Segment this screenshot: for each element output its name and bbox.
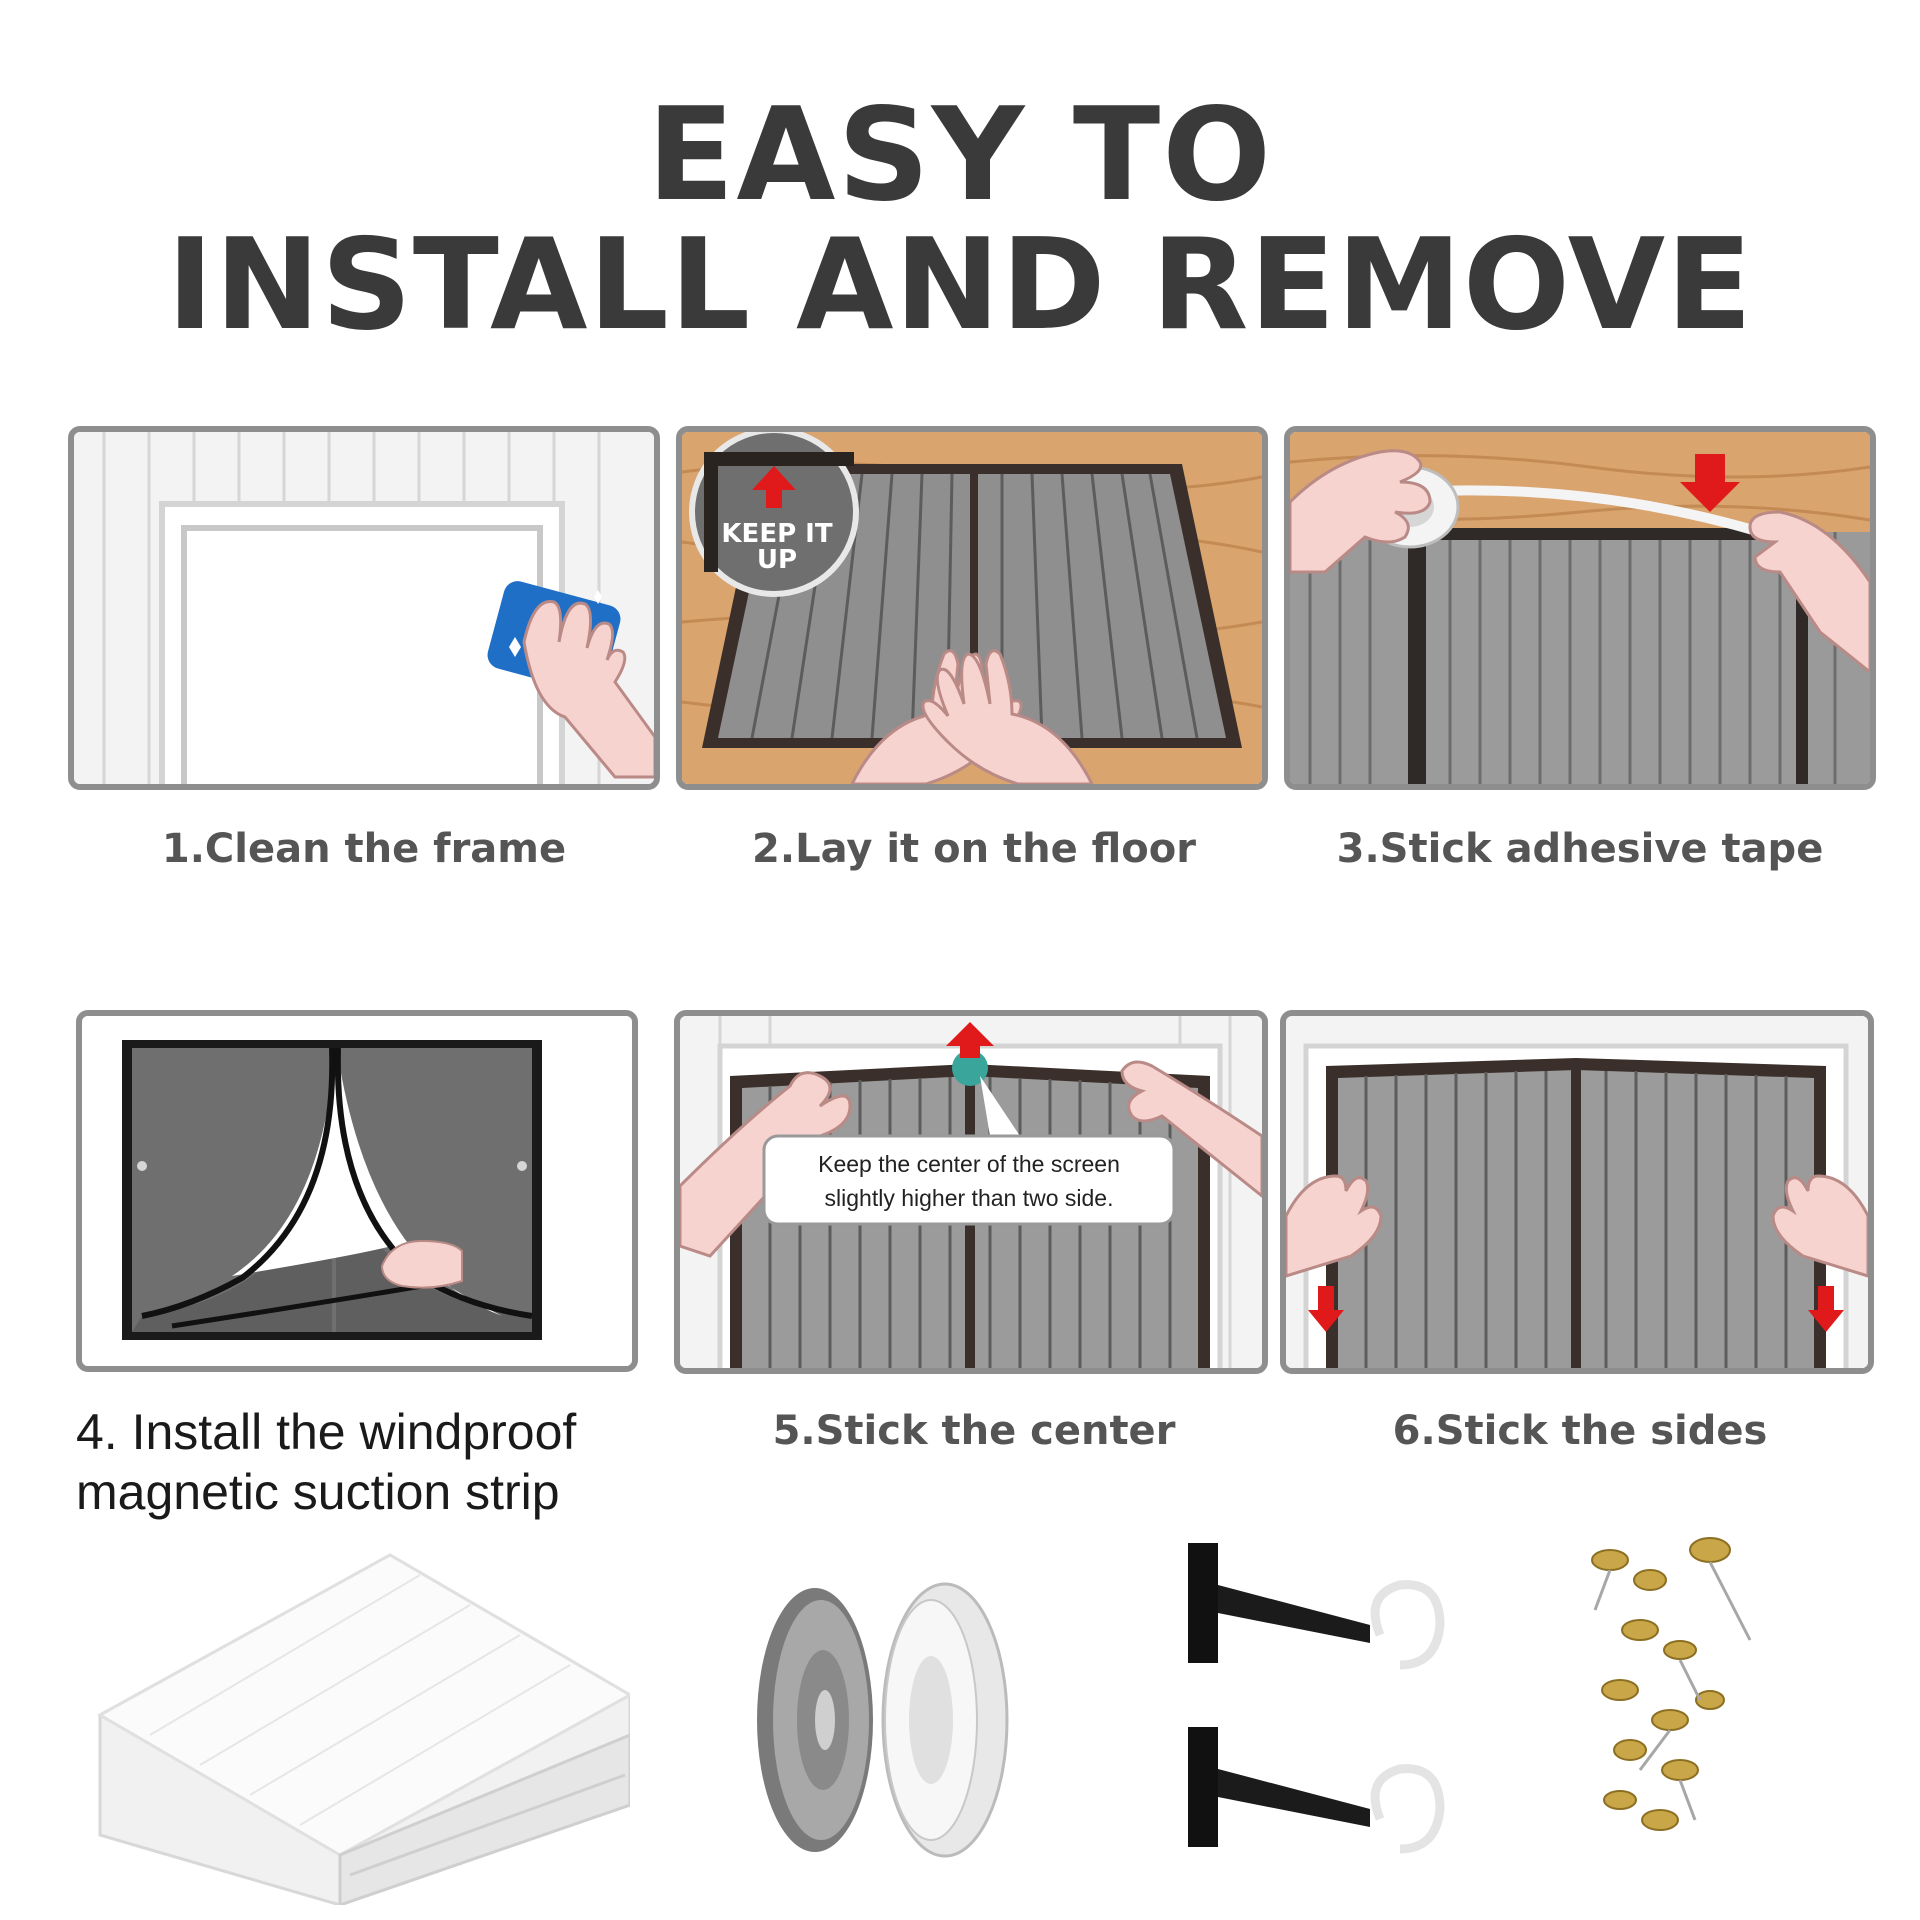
keep-it-up-badge: KEEP IT UP	[689, 432, 859, 597]
step-4-label: 4. Install the windproof magnetic suctio…	[76, 1402, 676, 1522]
step-5-illustration: Keep the center of the screen slightly h…	[674, 1010, 1268, 1374]
up-arrow-icon	[946, 1022, 994, 1058]
tape-roll-icon	[757, 1588, 873, 1852]
hand-icon	[380, 1239, 463, 1289]
push-pin-icon	[1591, 1537, 1731, 1831]
callout-text-line-1: Keep the center of the screen	[818, 1151, 1120, 1177]
step-3-label: 3.Stick adhesive tape	[1336, 826, 1824, 872]
hand-icon	[850, 649, 1094, 784]
hook-icon	[1188, 1543, 1445, 1670]
step-2-label: 2.Lay it on the floor	[752, 826, 1196, 872]
hand-icon	[1290, 449, 1870, 674]
push-pins-image	[1580, 1520, 1860, 1850]
down-arrow-icon	[1680, 454, 1740, 512]
step-4-label-line-2: magnetic suction strip	[76, 1464, 560, 1520]
callout-text-line-2: slightly higher than two side.	[825, 1185, 1114, 1211]
step-6-illustration	[1280, 1010, 1874, 1374]
title-line-2: INSTALL AND REMOVE	[166, 211, 1754, 358]
step-4-illustration	[76, 1010, 638, 1372]
step-2-illustration: KEEP IT UP	[676, 426, 1268, 790]
step-4-label-line-1: 4. Install the windproof	[76, 1404, 577, 1460]
step-3-illustration	[1284, 426, 1876, 790]
down-arrow-icon	[1308, 1286, 1344, 1332]
center-callout: Keep the center of the screen slightly h…	[762, 1134, 1176, 1226]
step-6-label: 6.Stick the sides	[1392, 1408, 1768, 1454]
down-arrow-icon	[1808, 1286, 1844, 1332]
up-arrow-icon	[752, 466, 796, 508]
title-line-1: EASY TO	[646, 81, 1274, 230]
badge-text-line-2: UP	[757, 545, 797, 575]
hook-icon	[1188, 1727, 1445, 1854]
badge-text-line-1: KEEP IT	[721, 519, 832, 549]
adhesive-tape-rolls-image	[745, 1570, 1025, 1870]
folded-screen-mesh-image	[90, 1535, 630, 1905]
tape-roll-icon	[881, 1582, 1009, 1858]
hand-icon	[1286, 1174, 1868, 1278]
hooks-image	[1180, 1535, 1460, 1875]
hand-icon	[522, 600, 654, 779]
step-5-label: 5.Stick the center	[772, 1408, 1176, 1454]
step-1-illustration	[68, 426, 660, 790]
step-1-label: 1.Clean the frame	[161, 826, 567, 872]
